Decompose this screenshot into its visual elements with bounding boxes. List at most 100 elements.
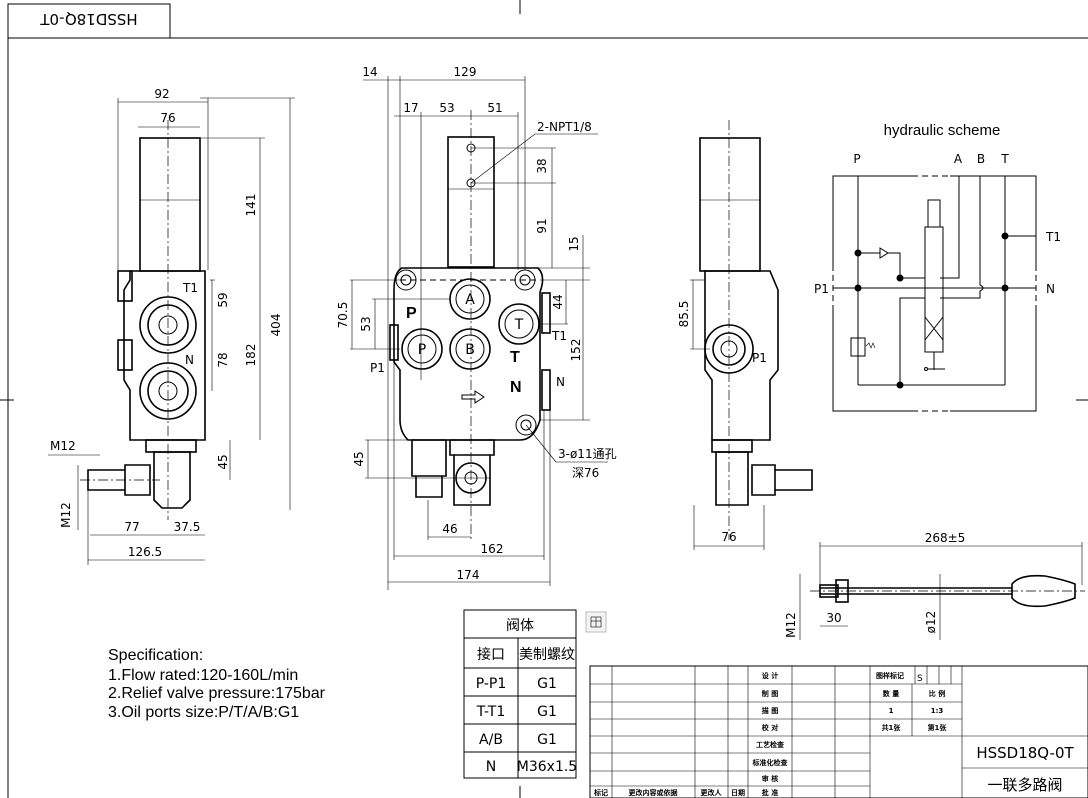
spec-line: 2.Relief valve pressure:175bar — [108, 685, 326, 702]
role-review: 审 核 — [762, 774, 778, 783]
table-cell: G1 — [537, 676, 557, 692]
dim-70-5: 70.5 — [336, 302, 350, 329]
role-trace: 描 图 — [762, 706, 778, 715]
label-n: N — [556, 375, 565, 389]
table-cell: P-P1 — [476, 676, 507, 692]
scale: 1:3 — [931, 707, 944, 715]
table-header: 美制螺纹 — [519, 647, 575, 663]
dim-46: 46 — [442, 522, 457, 536]
scale-label: 比 例 — [929, 689, 945, 698]
sample-mark: S — [917, 674, 923, 684]
dim-404: 404 — [269, 314, 283, 337]
table-cell: T-T1 — [476, 704, 506, 720]
port-p-label: P — [418, 342, 426, 358]
sample-mark-label: 图样标记 — [876, 671, 904, 680]
table-title: 阀体 — [506, 618, 534, 634]
table-cell: N — [486, 759, 496, 775]
dim-59: 59 — [216, 292, 230, 307]
footer-mark: 标记 — [593, 788, 608, 797]
dim-91: 91 — [535, 218, 549, 233]
dim-m12-side: M12 — [59, 502, 73, 528]
dim-30: 30 — [826, 611, 841, 625]
scheme-title: hydraulic scheme — [884, 122, 1001, 139]
callout-npt: 2-NPT1/8 — [537, 120, 592, 134]
role-approve: 批 准 — [762, 788, 778, 797]
role-draw: 制 图 — [762, 689, 778, 698]
sheet-number: 第1张 — [928, 723, 948, 732]
port-a: A — [449, 278, 491, 320]
dim-268: 268±5 — [925, 531, 966, 545]
role-check: 校 对 — [762, 723, 778, 732]
role-process: 工艺检查 — [756, 740, 785, 749]
dim-17: 17 — [403, 101, 418, 115]
hydraulic-scheme: hydraulic scheme P A B T P1 N T1 — [814, 122, 1061, 412]
dim-182: 182 — [244, 344, 258, 367]
table-row: A/B G1 — [479, 732, 557, 748]
label-p1: P1 — [752, 351, 767, 365]
dim-76: 76 — [721, 530, 736, 544]
dim-44: 44 — [551, 294, 565, 309]
dim-15: 15 — [567, 236, 581, 251]
table-row: T-T1 G1 — [476, 704, 557, 720]
label-t1: T1 — [182, 281, 198, 295]
dim-141: 141 — [244, 194, 258, 217]
port-b: B — [449, 328, 491, 370]
dim-37-5: 37.5 — [174, 520, 201, 534]
right-side-view: 85.5 P1 76 — [677, 120, 813, 550]
label-t1: T1 — [551, 329, 567, 343]
dim-152: 152 — [569, 339, 583, 362]
scheme-label-p: P — [853, 152, 860, 166]
body-letter-n: N — [510, 379, 522, 396]
scheme-label-a: A — [954, 152, 963, 166]
footer-content: 更改内容或依据 — [629, 788, 678, 797]
dim-76: 76 — [160, 111, 175, 125]
label-p1: P1 — [370, 361, 385, 375]
dim-53-left: 53 — [359, 316, 373, 331]
spec-line: 3.Oil ports size:P/T/A/B:G1 — [108, 704, 299, 721]
scheme-label-b: B — [977, 152, 985, 166]
dim-129: 129 — [454, 65, 477, 79]
table-icon[interactable] — [585, 611, 607, 633]
footer-changer: 更改人 — [701, 788, 723, 797]
spec-title: Specification: — [108, 647, 203, 664]
dim-126-5: 126.5 — [128, 545, 162, 559]
port-a-label: A — [465, 292, 475, 308]
mirrored-title-box: HSSD18Q-0T — [7, 3, 171, 39]
specification: Specification: 1.Flow rated:120-160L/min… — [108, 647, 326, 721]
scheme-label-t1: T1 — [1045, 230, 1061, 244]
dim-51: 51 — [487, 101, 502, 115]
callout-depth: 深76 — [572, 466, 599, 480]
flow-arrow-icon — [461, 390, 485, 404]
front-view: A P B T P T N 14 129 17 53 51 2-NPT1/8 3… — [336, 65, 617, 590]
dim-85-5: 85.5 — [677, 301, 691, 328]
scheme-label-p1: P1 — [814, 282, 829, 296]
table-header: 接口 — [477, 646, 505, 663]
body-letter-t: T — [510, 349, 520, 366]
dim-174: 174 — [457, 568, 480, 582]
table-cell: A/B — [479, 732, 503, 748]
dim-53-top: 53 — [439, 101, 454, 115]
label-n: N — [185, 353, 194, 367]
role-standard: 标准化检查 — [752, 758, 789, 767]
table-cell: M36x1.5 — [517, 759, 577, 775]
dim-m12-top: M12 — [50, 439, 76, 453]
scheme-label-n: N — [1046, 282, 1055, 296]
port-p: P — [401, 328, 443, 370]
scheme-label-t: T — [1000, 152, 1009, 166]
dim-78: 78 — [216, 352, 230, 367]
role-design: 设 计 — [762, 671, 778, 680]
callout-through-hole: 3-ø11通孔 — [558, 447, 617, 461]
title-block: 设 计 制 图 描 图 校 对 工艺检查 标准化检查 审 核 批 准 标记 更改… — [589, 665, 1088, 798]
table-cell: G1 — [537, 732, 557, 748]
dim-77: 77 — [124, 520, 139, 534]
port-t: T — [498, 303, 540, 345]
dim-162: 162 — [481, 542, 504, 556]
table-cell: G1 — [537, 704, 557, 720]
mirrored-drawing-number: HSSD18Q-0T — [40, 10, 138, 28]
port-b-label: B — [465, 342, 475, 358]
qty: 1 — [889, 707, 894, 715]
table-row: N M36x1.5 — [486, 759, 577, 775]
sheets-total: 共1张 — [882, 723, 902, 732]
